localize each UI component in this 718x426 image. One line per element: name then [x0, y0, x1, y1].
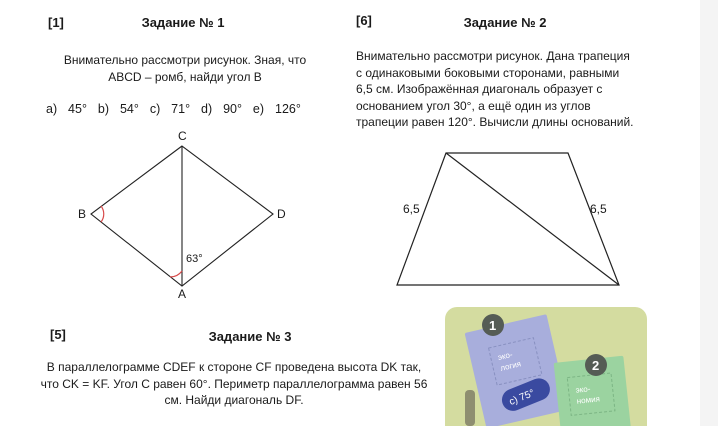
answer-pill-body	[501, 378, 550, 411]
card-economy: эко- номия	[553, 355, 632, 426]
task2-text-line: Внимательно рассмотри рисунок. Дана трап…	[356, 49, 630, 63]
answer-pill: c) 75°	[501, 378, 550, 411]
trapezoid-outline	[396, 152, 620, 286]
trapezoid-diagonal	[445, 152, 620, 286]
task2-text: Внимательно рассмотри рисунок. Дана трап…	[356, 48, 638, 131]
badge-one-label: 1	[489, 318, 496, 333]
card-ecology-label: эко-	[497, 350, 514, 362]
vertex-b-label: B	[78, 207, 86, 221]
task2-title: Задание № 2	[463, 15, 547, 30]
task3-text-line: что CK = KF. Угол C равен 60°. Периметр …	[40, 376, 428, 391]
right-edge-strip	[700, 0, 718, 426]
task3-title: Задание № 3	[208, 329, 292, 344]
task1-answer-options: a) 45° b) 54° c) 71° d) 90° e) 126°	[46, 102, 301, 116]
right-side-label: 6,5	[590, 202, 607, 216]
task2-tag: [6]	[356, 13, 372, 28]
rhombus-figure: C B D A 63°	[78, 129, 286, 301]
left-side-label: 6,5	[403, 202, 420, 216]
angle-a-label: 63°	[186, 253, 203, 265]
task1-tag: [1]	[48, 15, 64, 30]
task2-text-line: трапеции равен 120°. Вычисли длины основ…	[356, 115, 634, 129]
task3-text-line: В параллелограмме CDEF к стороне CF пров…	[46, 360, 422, 374]
task1-text-line: ABCD – ромб, найди угол B	[108, 69, 262, 84]
vertex-d-label: D	[277, 207, 286, 221]
vertex-a-label: A	[178, 287, 186, 301]
task3-tag: [5]	[50, 327, 66, 342]
vertex-c-label: C	[178, 129, 187, 143]
task3-text-line: см. Найди диагональ DF.	[164, 393, 304, 407]
task1-title: Задание № 1	[141, 15, 225, 30]
sticker-illustration: эко- логия эко- номия c) 75° 1 2	[445, 307, 647, 426]
angle-a-arc	[169, 270, 183, 278]
angle-b-arc	[100, 205, 105, 223]
task1-text: Внимательно рассмотри рисунок. Зная, что…	[40, 52, 330, 85]
task2-text-line: 6,5 см. Изображённая диагональ образует …	[356, 82, 603, 96]
task2-text-line: с одинаковыми боковыми сторонами, равным…	[356, 65, 620, 80]
card-economy-label: эко-	[575, 384, 591, 395]
trapezoid-figure: 6,5 6,5	[396, 152, 620, 286]
task2-text-line: основанием угол 30°, а ещё один из углов	[356, 98, 591, 113]
badge-two-label: 2	[592, 358, 599, 373]
card-economy-label: номия	[576, 394, 600, 405]
task1-text-line: Внимательно рассмотри рисунок. Зная, что	[63, 53, 307, 67]
task3-text: В параллелограмме CDEF к стороне CF пров…	[30, 359, 438, 409]
badge-one	[482, 314, 504, 336]
badge-two	[585, 354, 607, 376]
sticker-stand	[465, 390, 475, 426]
